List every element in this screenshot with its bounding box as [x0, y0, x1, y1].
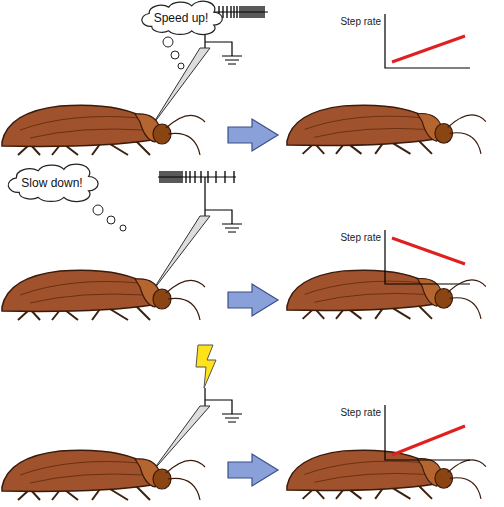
axis-label: Step rate: [340, 16, 381, 27]
block-arrow: [228, 284, 278, 316]
plot-axes: [385, 405, 470, 460]
cloud-shape: [8, 164, 98, 201]
thought-cloud: Slow down!: [5, 165, 100, 201]
cockroach: [287, 270, 486, 319]
plot-axes: [385, 14, 470, 68]
rate-line: [392, 238, 465, 264]
cockroach: [2, 105, 205, 155]
thought-bubble: [178, 63, 184, 69]
rate-line: [392, 36, 465, 62]
thought-bubble: [107, 216, 115, 224]
block-arrow: [228, 454, 278, 486]
cockroach: [2, 450, 205, 500]
spike-train: [160, 171, 234, 183]
axis-label: Step rate: [340, 407, 381, 418]
block-arrow: [228, 119, 278, 151]
ground-circuit: [205, 388, 242, 422]
thought-bubble: [171, 51, 179, 59]
cockroach: [287, 105, 486, 154]
thought-cloud: Speed up!: [139, 2, 224, 34]
electrode: [151, 216, 210, 293]
ground-circuit: [205, 177, 242, 232]
cockroach: [2, 270, 205, 320]
thought-bubble: [163, 37, 173, 47]
thought-text: Speed up!: [154, 11, 209, 25]
axis-label: Step rate: [340, 232, 381, 243]
electrode: [151, 48, 210, 127]
thought-text: Slow down!: [21, 176, 82, 190]
thought-bubble: [93, 205, 103, 215]
stimulus-bolt: [196, 345, 216, 388]
thought-bubble: [120, 225, 126, 231]
plot-axes: [385, 230, 470, 284]
cockroach: [287, 450, 486, 499]
rate-line: [392, 426, 465, 455]
cloud-shape: [141, 1, 221, 34]
